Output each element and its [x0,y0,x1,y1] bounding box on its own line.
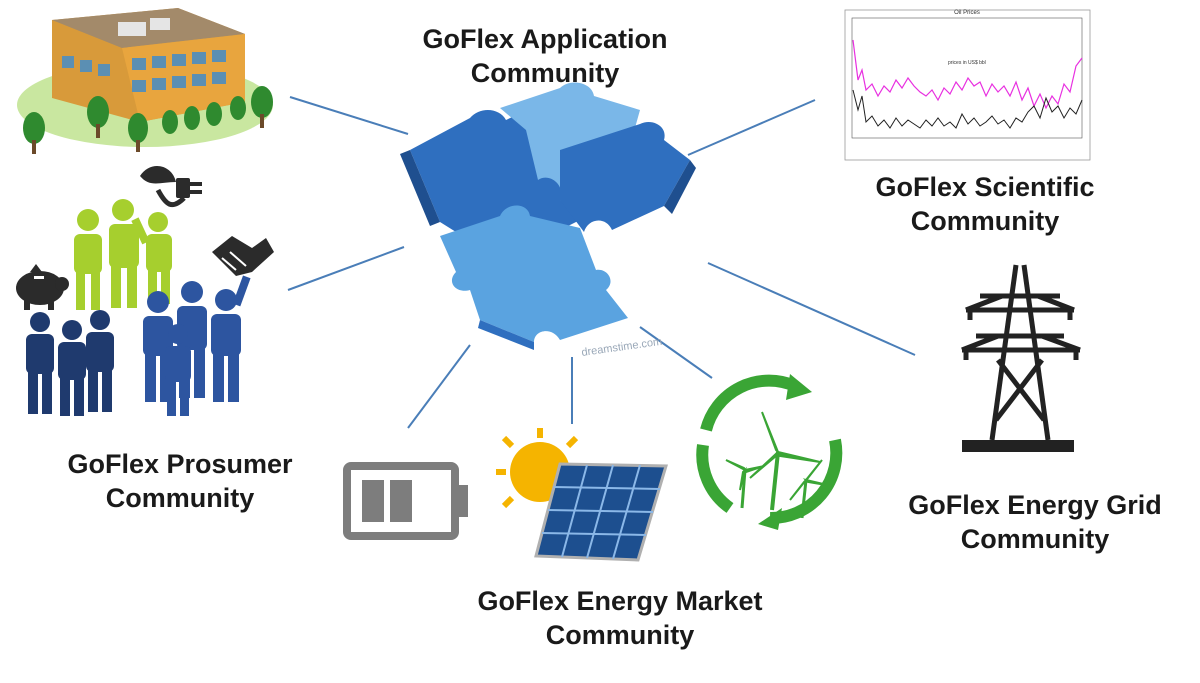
label-application-line1: GoFlex Application [422,24,668,54]
label-energy-grid-line2: Community [960,524,1110,554]
chart-thumbnail-title: Oil Prices [954,10,980,16]
label-energy-market-line2: Community [545,620,695,650]
label-energy-grid-community: GoFlex Energy Grid Community [880,488,1190,556]
label-prosumer-line1: GoFlex Prosumer [67,449,293,479]
power-tower-icon [961,264,1081,441]
piggy-bank-icon [16,264,69,310]
prosumer-people-icon [26,199,251,416]
watermark-text: dreamstime.com [581,336,663,359]
solar-panel-icon [496,428,669,562]
connector-grid [707,262,916,356]
label-prosumer-line2: Community [105,483,255,513]
battery-icon [343,462,468,540]
chart-magenta-series [852,39,1083,110]
label-scientific-line2: Community [910,206,1060,236]
label-scientific-community: GoFlex Scientific Community [835,170,1135,238]
label-application-line2: Community [470,58,620,88]
puzzle-pieces-icon [400,82,696,350]
office-building-icon [17,8,273,154]
tower-base [962,440,1074,452]
handshake-icon [212,236,274,276]
connector-battery [407,344,471,429]
label-energy-grid-line1: GoFlex Energy Grid [908,490,1162,520]
connector-wind [639,326,713,379]
chart-thumbnail-annotation: prices in US$ bbl [948,60,986,66]
chart-black-series [852,89,1083,129]
label-application-community: GoFlex Application Community [380,22,710,90]
label-energy-market-line1: GoFlex Energy Market [477,586,763,616]
wind-turbine-icon [696,374,843,530]
plug-leaf-icon [140,165,202,208]
connector-prosumer [287,246,405,291]
connector-scientific [687,99,816,156]
label-prosumer-community: GoFlex Prosumer Community [20,447,340,515]
connector-building [289,96,409,135]
oil-price-chart-thumbnail: Oil Prices prices in US$ bbl [844,9,1091,161]
label-energy-market-community: GoFlex Energy Market Community [450,584,790,652]
label-scientific-line1: GoFlex Scientific [875,172,1095,202]
connector-lines [287,96,916,429]
